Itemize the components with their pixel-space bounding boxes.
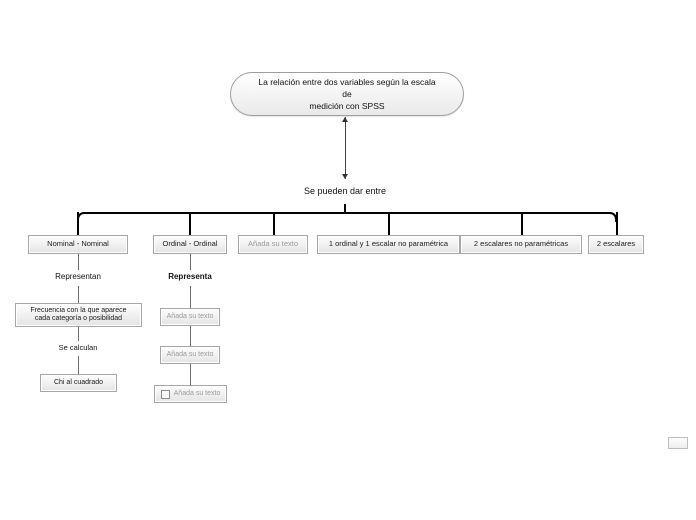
bus-drop-5 — [521, 212, 523, 236]
connector-label-se-pueden-dar-entre: Se pueden dar entre — [303, 186, 387, 196]
branch2-node-placeholder-3-checkbox[interactable]: Añada su texto — [154, 385, 227, 403]
branch1-link-label-se-calculan: Se calculan — [58, 343, 98, 352]
branch2-link-line-2 — [190, 326, 191, 346]
bus-drop-6 — [616, 212, 618, 236]
branch2-link-line-1b — [190, 286, 191, 308]
branch1-link-line-2b — [78, 356, 79, 374]
root-node-line-1: La relación entre dos variables según la… — [258, 76, 436, 87]
branch-node-ordinal-ordinal[interactable]: Ordinal - Ordinal — [153, 235, 227, 254]
bus-feed-line — [344, 204, 346, 213]
bus-drop-2 — [189, 212, 191, 236]
root-to-bus-double-arrow — [341, 117, 349, 179]
branch-node-placeholder-3[interactable]: Añada su texto — [238, 235, 308, 254]
branch-node-2-escalares-no-parametricas[interactable]: 2 escalares no paramétricas — [460, 235, 582, 254]
arrow-head-down — [342, 174, 348, 179]
bus-drop-1 — [77, 212, 79, 236]
branch-node-nominal-nominal[interactable]: Nominal - Nominal — [28, 235, 128, 254]
branch1-link-line-1a — [78, 254, 79, 270]
branch1-node-frecuencia-line-1: Frecuencia con la que aparece — [30, 306, 127, 314]
root-node-line-3: medición con SPSS — [309, 101, 385, 112]
root-node-line-2: de — [342, 88, 352, 99]
root-node[interactable]: La relación entre dos variables según la… — [230, 72, 464, 116]
arrow-shaft — [344, 117, 346, 179]
bus-drop-4 — [388, 212, 390, 236]
bus-drop-3 — [273, 212, 275, 236]
branch-node-1-ordinal-1-escalar[interactable]: 1 ordinal y 1 escalar no paramétrica — [317, 235, 460, 254]
branch2-node-placeholder-3-label: Añada su texto — [173, 389, 221, 397]
checkbox-icon[interactable] — [160, 389, 170, 399]
branch-node-2-escalares[interactable]: 2 escalares — [588, 235, 644, 254]
branch-bus-rail — [77, 212, 617, 222]
branch1-node-frecuencia[interactable]: Frecuencia con la que aparece cada categ… — [15, 303, 142, 327]
branch2-link-line-1a — [190, 254, 191, 270]
branch2-node-placeholder-1[interactable]: Añada su texto — [160, 308, 220, 326]
branch2-node-placeholder-2[interactable]: Añada su texto — [160, 346, 220, 364]
branch1-link-line-1b — [78, 286, 79, 303]
branch1-node-chi-al-cuadrado[interactable]: Chi al cuadrado — [40, 374, 117, 392]
branch1-link-label-representan: Representan — [55, 272, 101, 281]
branch1-link-line-2a — [78, 327, 79, 341]
branch2-link-label-representa: Representa — [168, 272, 212, 281]
branch2-link-line-3 — [190, 364, 191, 385]
bottom-right-stub-box[interactable] — [668, 437, 688, 449]
arrow-head-up — [342, 117, 348, 122]
branch1-node-frecuencia-line-2: cada categoría o posibilidad — [34, 315, 123, 322]
